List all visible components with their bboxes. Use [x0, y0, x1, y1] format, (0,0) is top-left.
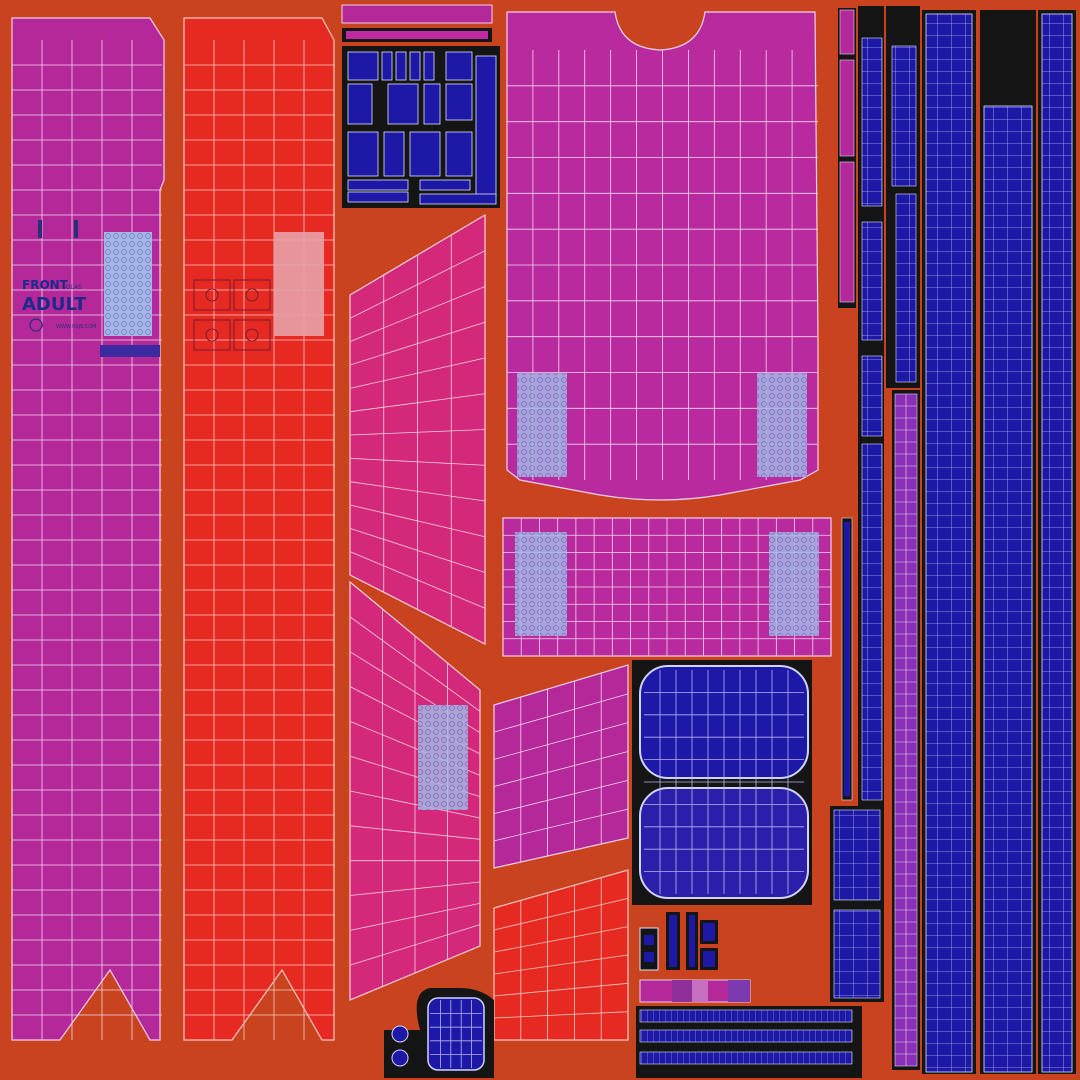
uv-wire [349, 481, 486, 502]
uv-wire [493, 897, 629, 931]
float-pad-pair [632, 660, 812, 905]
hardware-piece [419, 193, 497, 205]
pocket-panel-red [493, 869, 629, 1041]
logo-icon [29, 318, 43, 332]
back-panel-strip [183, 17, 335, 1041]
hardware-piece [387, 83, 419, 125]
uv-wire [349, 457, 486, 466]
hardware-piece [423, 51, 435, 81]
pocket-panel-magenta [493, 664, 629, 869]
hardware-piece [347, 83, 373, 125]
reflective-tape-icon [517, 373, 567, 477]
uv-wire [349, 504, 486, 538]
reflective-tape-icon [515, 532, 567, 636]
solas-label: SOLAS [62, 284, 82, 291]
uv-wire [349, 924, 481, 966]
small-pieces [639, 912, 751, 1003]
uv-wire [349, 321, 486, 366]
uv-wire [349, 250, 486, 319]
hardware-piece [383, 131, 405, 177]
front-panel-strip: FRONT SOLAS ADULT WWW.RSJS.COM [11, 17, 165, 1041]
uv-wire [349, 616, 481, 712]
uv-wire [493, 751, 629, 787]
hardware-piece [381, 51, 393, 81]
hardware-piece [347, 191, 409, 203]
buckle-icon [384, 988, 494, 1078]
uv-wire [493, 926, 629, 953]
hardware-piece [445, 83, 473, 121]
uv-wire [349, 527, 486, 573]
uv-wire [493, 954, 629, 975]
hardware-piece [409, 51, 421, 81]
uv-wire [493, 982, 629, 997]
reflective-tape-icon [274, 232, 324, 336]
side-panel-lower [349, 580, 481, 1001]
front-label: FRONT [22, 278, 69, 292]
uv-wire [493, 722, 629, 760]
strap-strips-bottom [636, 1006, 862, 1078]
yoke-panel [506, 11, 819, 501]
small-strip [341, 4, 493, 24]
uv-wire [349, 790, 481, 819]
hardware-piece [347, 131, 379, 177]
uv-wire [493, 1011, 629, 1019]
uv-wire [493, 808, 629, 842]
uv-wire [493, 779, 629, 815]
pictogram-icon [193, 279, 271, 351]
hardware-piece [395, 51, 407, 81]
uv-wire [349, 551, 486, 609]
url-label: WWW.RSJS.COM [56, 324, 96, 330]
uv-wire [349, 902, 481, 931]
adult-label: ADULT [22, 294, 87, 315]
hardware-piece [423, 83, 441, 125]
side-panel-upper [349, 213, 486, 645]
hardware-atlas [342, 46, 500, 208]
collar-panel [502, 517, 832, 657]
hardware-piece [347, 51, 379, 81]
hardware-piece [475, 55, 497, 197]
uv-wire [349, 429, 486, 436]
uv-wire [349, 286, 486, 343]
hardware-piece [347, 179, 409, 191]
uv-wire [349, 357, 486, 389]
hardware-piece [419, 179, 471, 191]
reflective-tape-icon [769, 532, 819, 636]
uv-wire [349, 881, 481, 896]
uv-wire [493, 693, 629, 733]
uv-wire [349, 825, 481, 840]
uv-wire [349, 393, 486, 413]
reflective-tape-icon [104, 232, 152, 336]
reflective-tape-icon [418, 705, 468, 810]
hardware-piece [445, 51, 473, 81]
webbing-strips [830, 6, 1076, 1074]
reflective-tape-icon [757, 373, 807, 477]
hardware-piece [445, 131, 473, 177]
hardware-piece [409, 131, 441, 177]
